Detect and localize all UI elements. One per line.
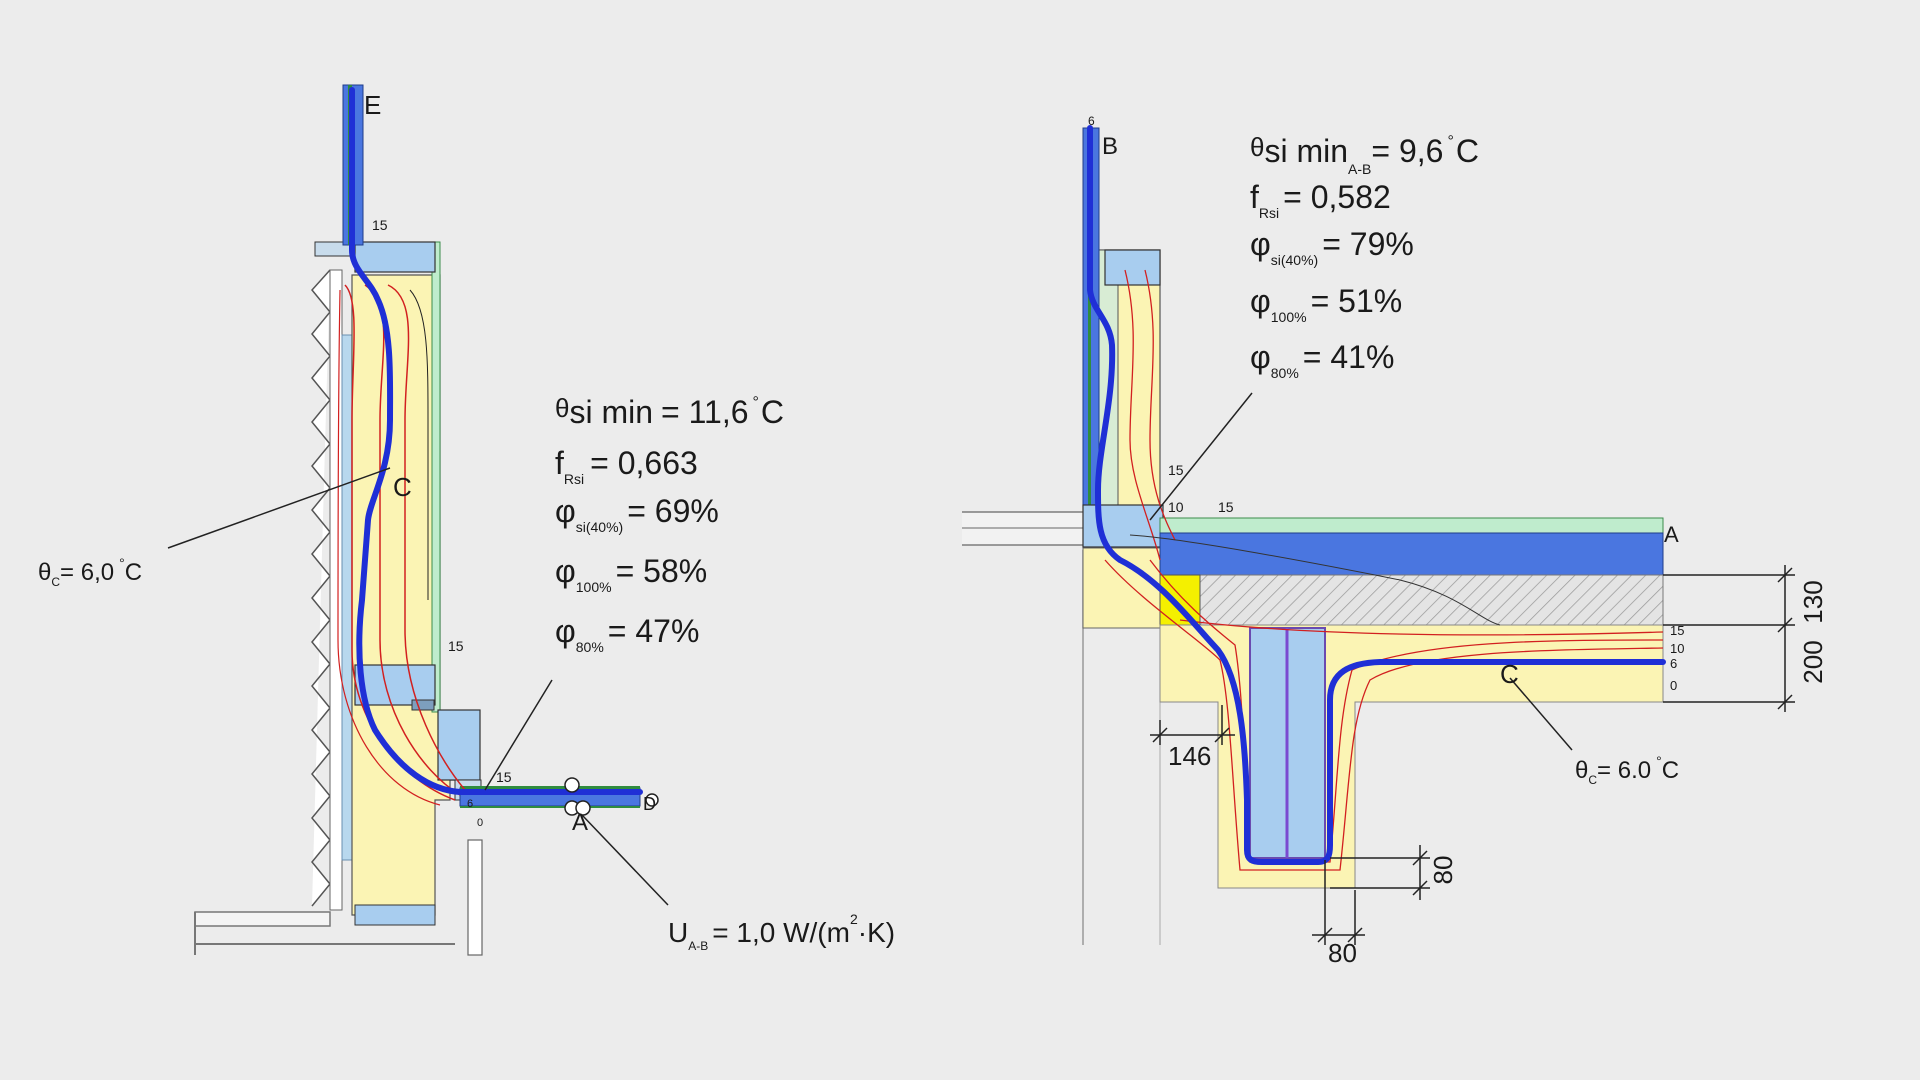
theta-si-leader-right (1149, 392, 1253, 521)
theta-c-leader-right (1509, 677, 1573, 751)
iso-label-a-right: 15 (1168, 462, 1184, 478)
phi-si40-right: φsi(40%)= 79% (1250, 226, 1414, 268)
theta-c-left: θC= 6,0°C (38, 555, 142, 589)
point-e-label: E (364, 90, 381, 120)
iso-label-f-right: 6 (1670, 656, 1677, 671)
top-num-label: 6 (1088, 114, 1095, 128)
theta-c-right: θC= 6.0°C (1575, 753, 1679, 787)
phi-si40-left: φsi(40%)= 69% (555, 493, 719, 535)
left-labels: E C A D 15 15 15 0 6 θC= 6,0°C θsi min= … (38, 90, 895, 953)
iso-label-sill-b: 6 (467, 798, 473, 810)
right-slab-section (962, 125, 1666, 945)
iso-label-c-right: 15 (1218, 499, 1234, 515)
dim-80-horizontal: 80 (1328, 938, 1357, 968)
iso-label-sill-a: 0 (477, 817, 483, 829)
theta-si-min-left: θsi min= 11,6°C (555, 393, 784, 430)
f-rsi-left: fRsi= 0,663 (555, 445, 698, 487)
u-ab-leader (581, 814, 669, 906)
phi-80-right: φ80%= 41% (1250, 339, 1394, 381)
point-c-label-right: C (1500, 659, 1519, 689)
point-b-label: B (1102, 133, 1118, 160)
theta-si-min-right: θsi minA-B= 9,6°C (1250, 132, 1479, 177)
left-window-section (167, 84, 669, 956)
theta-c-leader (167, 467, 391, 549)
point-d-label: D (643, 794, 656, 814)
iso-label-d-right: 15 (1670, 623, 1684, 638)
iso-label-g-right: 0 (1670, 678, 1677, 693)
iso-label-top: 15 (372, 217, 388, 233)
u-ab-value: UA-B= 1,0 W/(m2·K) (668, 911, 895, 953)
iso-label-b-right: 10 (1168, 499, 1184, 515)
phi-80-left: φ80%= 47% (555, 613, 699, 655)
phi-100-left: φ100%= 58% (555, 553, 707, 595)
right-dimensions (1150, 565, 1795, 945)
dim-200: 200 (1798, 640, 1828, 683)
dim-80-vertical: 80 (1428, 856, 1458, 885)
iso-label-bottom: 15 (496, 769, 512, 785)
point-a-label-right: A (1664, 522, 1679, 547)
point-c-label-left: C (393, 472, 412, 502)
point-a-label-left: A (572, 809, 588, 836)
iso-label-mid: 15 (448, 638, 464, 654)
phi-100-right: φ100%= 51% (1250, 283, 1402, 325)
iso-label-e-right: 10 (1670, 641, 1684, 656)
theta-si-leader (484, 679, 553, 791)
right-labels: B 6 A C 15 10 15 15 10 6 0 θsi minA-B= 9… (1088, 114, 1828, 968)
dim-130: 130 (1798, 580, 1828, 623)
dim-146: 146 (1168, 741, 1211, 771)
f-rsi-right: fRsi= 0,582 (1250, 179, 1391, 221)
